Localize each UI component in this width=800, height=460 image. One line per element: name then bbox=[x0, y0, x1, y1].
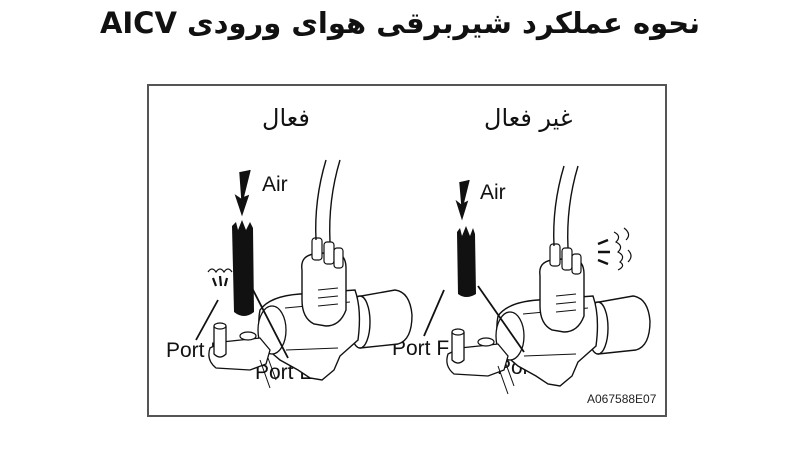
page-title: نحوه عملکرد شیربرقی هوای ورودی AICV bbox=[99, 6, 701, 40]
port-f-leader bbox=[423, 289, 445, 337]
panel-active-air-label: Air bbox=[262, 173, 288, 196]
air-arrow-icon bbox=[234, 169, 251, 217]
figure-code: A067588E07 bbox=[587, 392, 657, 406]
air-arrow-icon bbox=[455, 179, 470, 221]
hose-icon bbox=[232, 220, 254, 316]
panel-inactive-air-label: Air bbox=[480, 181, 506, 204]
active-valve-drawing bbox=[195, 159, 413, 389]
port-e-leader bbox=[251, 287, 289, 359]
port-f-leader bbox=[195, 299, 219, 341]
air-puff-icon bbox=[207, 268, 233, 274]
panel-inactive-port-f-label: Port F bbox=[392, 337, 450, 360]
panel-active-title: فعال bbox=[262, 104, 310, 132]
exhaust-puff-icon bbox=[597, 238, 610, 266]
port-e-leader bbox=[477, 285, 525, 353]
hose-icon bbox=[457, 226, 476, 297]
inactive-valve-drawing bbox=[423, 165, 651, 395]
panel-inactive-title: غیر فعال bbox=[484, 104, 573, 132]
